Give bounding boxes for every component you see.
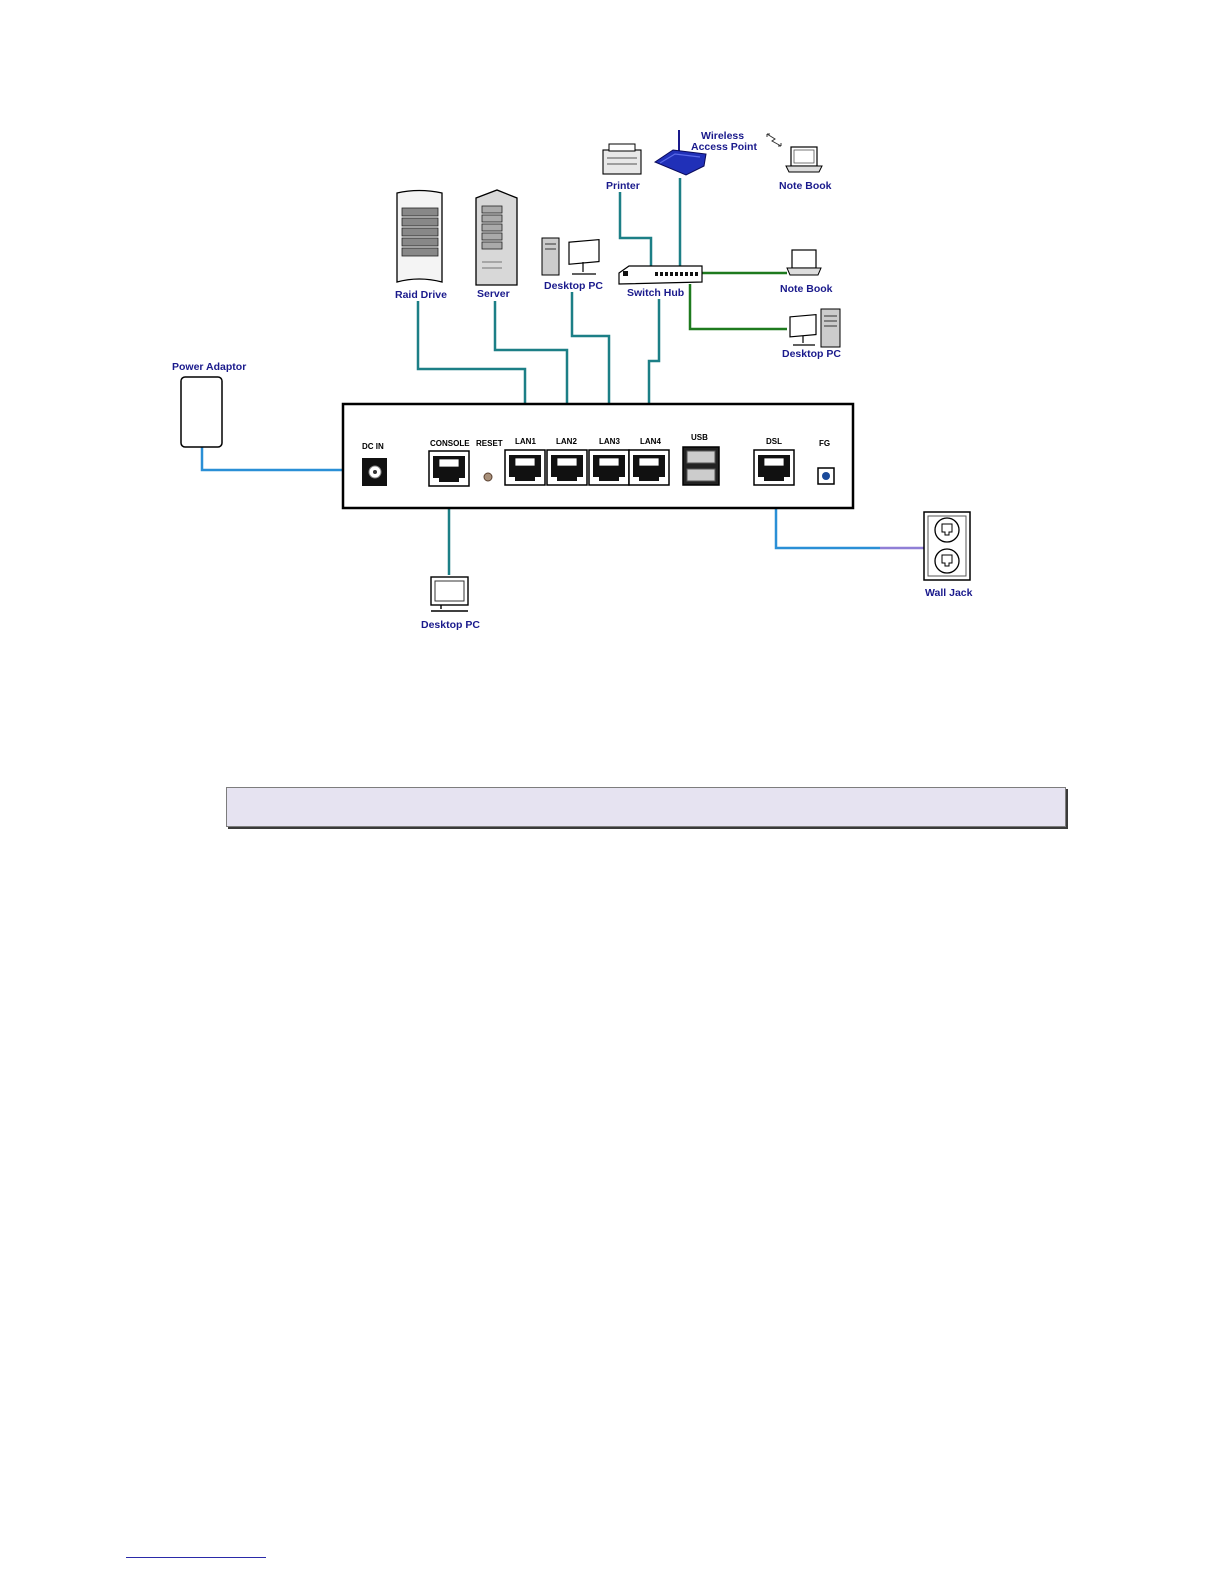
power-adaptor (181, 377, 222, 447)
lan4-port (629, 450, 669, 485)
wall-jack-icon (924, 512, 970, 580)
reset-button (484, 473, 492, 481)
label-switch-hub: Switch Hub (627, 287, 684, 299)
usb-port (683, 447, 719, 485)
lan2-port (547, 450, 587, 485)
lan1-port (505, 450, 545, 485)
label-desktop-pc-bottom: Desktop PC (421, 619, 480, 631)
label-raid-drive: Raid Drive (395, 289, 447, 301)
dsl-port (754, 450, 794, 485)
notebook-top-icon (786, 147, 822, 172)
desktop-cable (572, 292, 609, 404)
note-box (226, 787, 1066, 827)
port-label-console: CONSOLE (430, 439, 470, 448)
notebook-mid-icon (787, 250, 821, 275)
fg-terminal (818, 468, 834, 484)
server-cable (495, 301, 567, 404)
desktop-pc-right-icon (790, 309, 840, 347)
desktop-pc-bottom-icon (431, 577, 468, 611)
label-power-adaptor: Power Adaptor (172, 361, 246, 373)
label-desktop-pc-top: Desktop PC (544, 280, 603, 292)
footnote-rule (126, 1557, 266, 1558)
port-label-dsl: DSL (766, 437, 782, 446)
wireless-signal-icon (767, 134, 781, 146)
dc-in-pin (373, 470, 377, 474)
port-label-lan4: LAN4 (640, 437, 661, 446)
printer-icon (603, 144, 641, 174)
switch-hub-icon (619, 266, 702, 284)
label-notebook-top: Note Book (779, 180, 832, 192)
port-label-dc-in: DC IN (362, 442, 384, 451)
label-server: Server (477, 288, 510, 300)
printer-cable (620, 192, 651, 266)
label-access-point: Access Point (691, 141, 757, 153)
desktop-pc-top-icon (542, 238, 599, 275)
hub-lan4-cable (649, 299, 659, 404)
label-notebook-mid: Note Book (780, 283, 833, 295)
port-label-usb: USB (691, 433, 708, 442)
power-cable (202, 447, 343, 470)
raid-drive-icon (397, 191, 442, 283)
server-icon (476, 190, 517, 285)
label-desktop-pc-right: Desktop PC (782, 348, 841, 360)
port-label-reset: RESET (476, 439, 503, 448)
port-label-lan3: LAN3 (599, 437, 620, 446)
port-label-fg: FG (819, 439, 830, 448)
label-wall-jack: Wall Jack (925, 587, 973, 599)
lan3-port (589, 450, 629, 485)
cables (202, 178, 924, 575)
port-label-lan1: LAN1 (515, 437, 536, 446)
label-printer: Printer (606, 180, 640, 192)
raid-cable (418, 301, 525, 404)
dsl-cable (776, 508, 880, 548)
router: DC IN CONSOLE RESET LAN1 LAN2 LAN3 LAN4 (343, 404, 853, 508)
hub-desktop-cable (690, 284, 787, 329)
port-label-lan2: LAN2 (556, 437, 577, 446)
console-port (429, 451, 469, 486)
